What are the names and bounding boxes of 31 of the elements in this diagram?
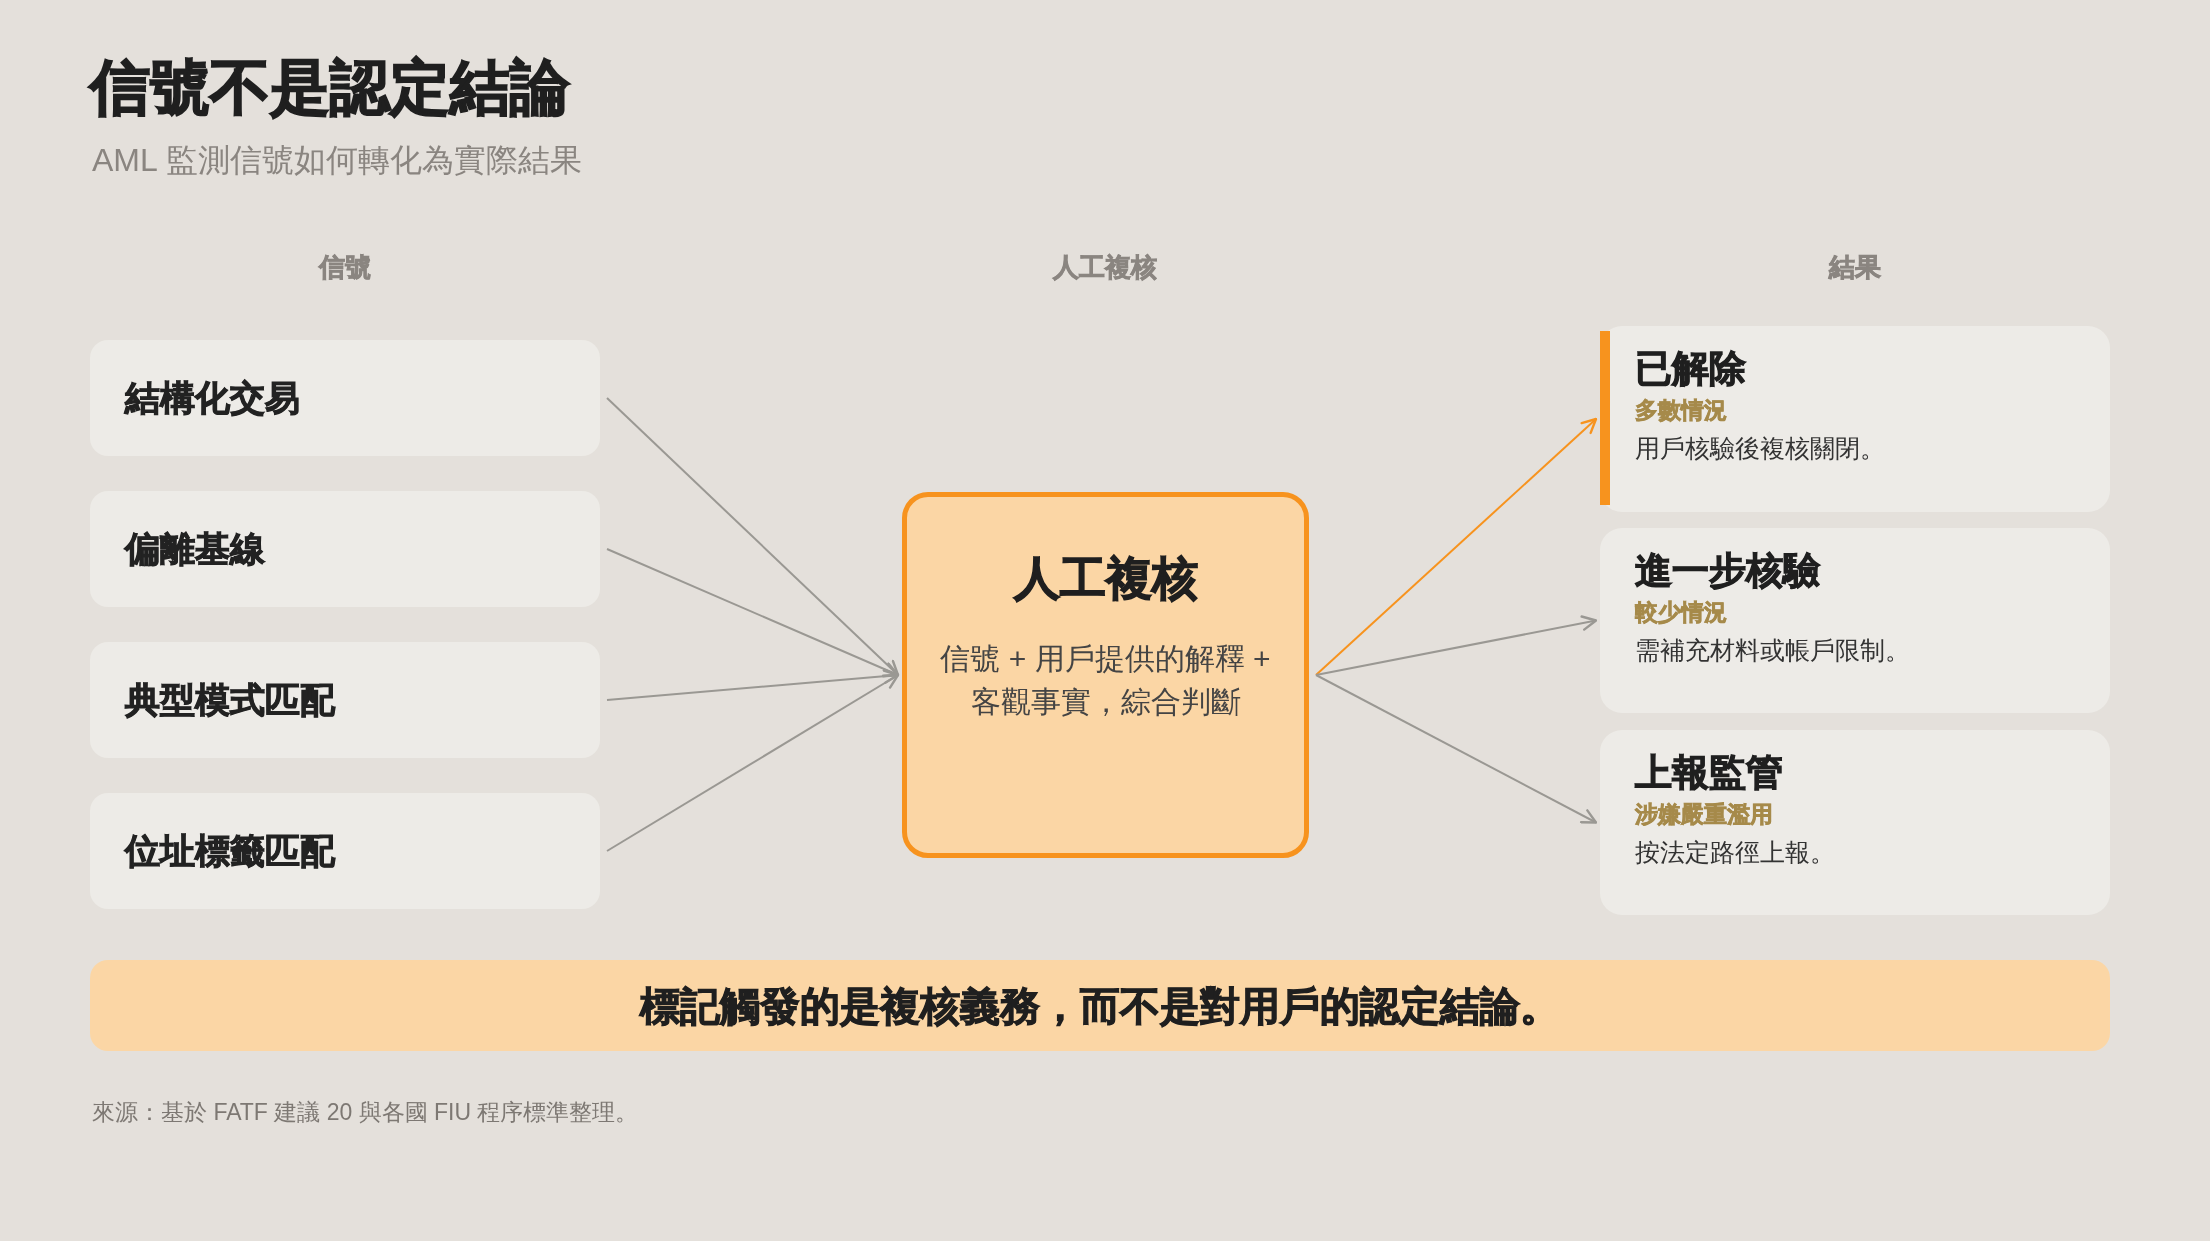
arrow <box>1315 674 1598 824</box>
signal-label: 偏離基線 <box>125 528 265 570</box>
outcome-subtitle: 多數情況 <box>1635 396 1727 424</box>
signal-label: 位址標籤匹配 <box>125 830 335 872</box>
subtitle: AML 監測信號如何轉化為實際結果 <box>92 141 582 180</box>
arrow <box>606 397 900 677</box>
arrow <box>606 673 900 852</box>
outcome-subtitle: 涉嫌嚴重濫用 <box>1635 800 1773 828</box>
column-header: 人工複核 <box>1053 251 1157 284</box>
box-title: 人工複核 <box>1012 551 1199 606</box>
arrow <box>606 548 900 677</box>
arrow <box>1315 417 1598 676</box>
source-note: 來源：基於 FATF 建議 20 與各國 FIU 程序標準整理。 <box>92 1098 639 1127</box>
outcome-title: 上報監管 <box>1635 751 1783 795</box>
box-text: 信號 + 用戶提供的解釋 + 客觀事實，綜合判斷 <box>939 641 1272 720</box>
column-header: 結果 <box>1829 251 1881 284</box>
review-box <box>902 492 1309 858</box>
column-header: 信號 <box>319 251 371 284</box>
banner-text: 標記觸發的是複核義務，而不是對用戶的認定結論。 <box>638 982 1561 1030</box>
signal-label: 結構化交易 <box>125 377 300 419</box>
title: 信號不是認定結論 <box>90 53 570 123</box>
outcome-text: 按法定路徑上報。 <box>1635 837 1835 868</box>
outcome-title: 進一步核驗 <box>1635 549 1820 593</box>
outcome-title: 已解除 <box>1635 347 1746 391</box>
outcome-text: 用戶核驗後複核關閉。 <box>1635 433 1885 464</box>
arrow <box>1315 615 1598 676</box>
signal-label: 典型模式匹配 <box>125 679 335 721</box>
outcome-text: 需補充材料或帳戶限制。 <box>1635 635 1910 666</box>
banner <box>90 960 2110 1051</box>
outcome-box <box>1600 326 2110 512</box>
outcome-subtitle: 較少情況 <box>1635 598 1727 626</box>
